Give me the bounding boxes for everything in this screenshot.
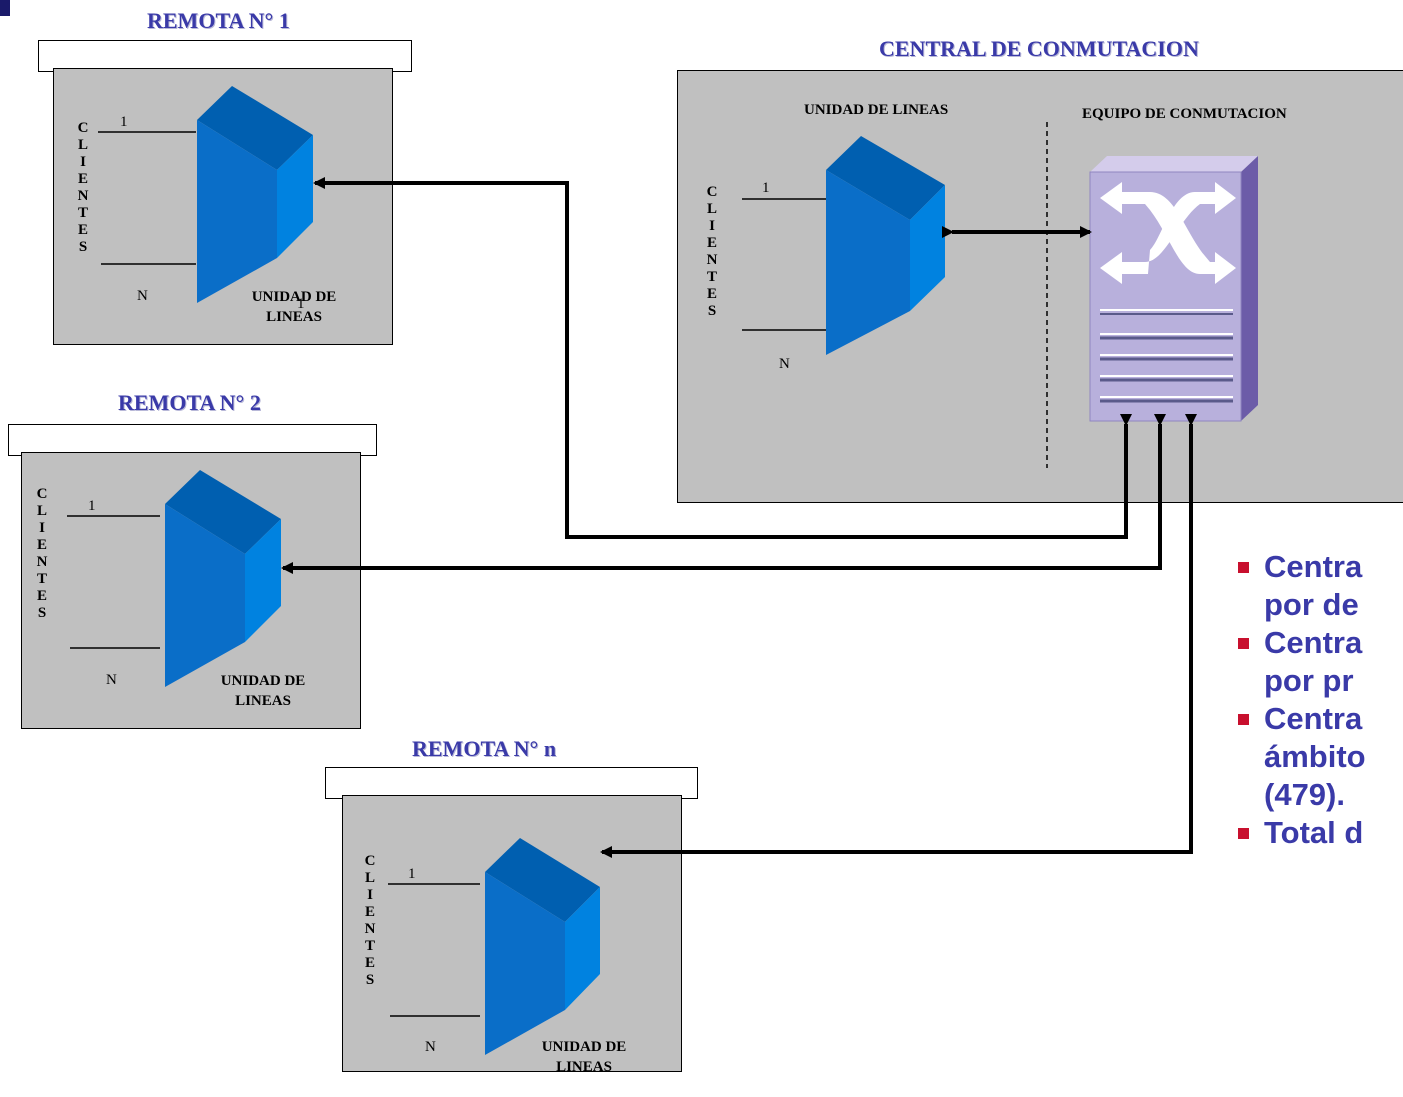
remote1-label-box — [38, 40, 412, 72]
central-switch-title: EQUIPO DE CONMUTACION — [1082, 106, 1287, 122]
bullet-marker — [1238, 828, 1249, 839]
central-line-unit-title: UNIDAD DE LINEAS — [804, 102, 949, 118]
remote1-line-first: 1 — [120, 114, 128, 130]
bullet-marker — [1238, 562, 1249, 573]
switch-icon — [1089, 156, 1258, 422]
remoten-title: REMOTA N° n — [412, 736, 557, 761]
bullet-marker — [1238, 638, 1249, 649]
bullet-marker — [1238, 714, 1249, 725]
remoten-line-unit-icon — [388, 838, 600, 1055]
central-title: CENTRAL DE CONMUTACION — [879, 36, 1199, 61]
remoten-line-last: N — [425, 1039, 436, 1055]
remote2-line-unit-icon — [67, 470, 281, 687]
remote2-line-first: 1 — [88, 498, 96, 514]
remote1-title: REMOTA N° 1 — [147, 8, 290, 33]
bullet-item: Total d — [1232, 814, 1403, 852]
central-line-unit-icon — [742, 136, 945, 355]
remoten-line-first: 1 — [408, 866, 416, 882]
remote1-link — [313, 177, 1132, 539]
remote1-stray-label: 1 — [297, 296, 305, 312]
remote2-line-last: N — [106, 672, 117, 688]
remote1-line-last: N — [137, 288, 148, 304]
corner-fragment — [0, 0, 10, 16]
arrow-icon — [281, 177, 1197, 858]
remote1-line-unit-icon — [98, 86, 313, 303]
remote2-link — [281, 414, 1166, 574]
remoten-link — [600, 414, 1197, 858]
remote2-title: REMOTA N° 2 — [118, 390, 261, 415]
